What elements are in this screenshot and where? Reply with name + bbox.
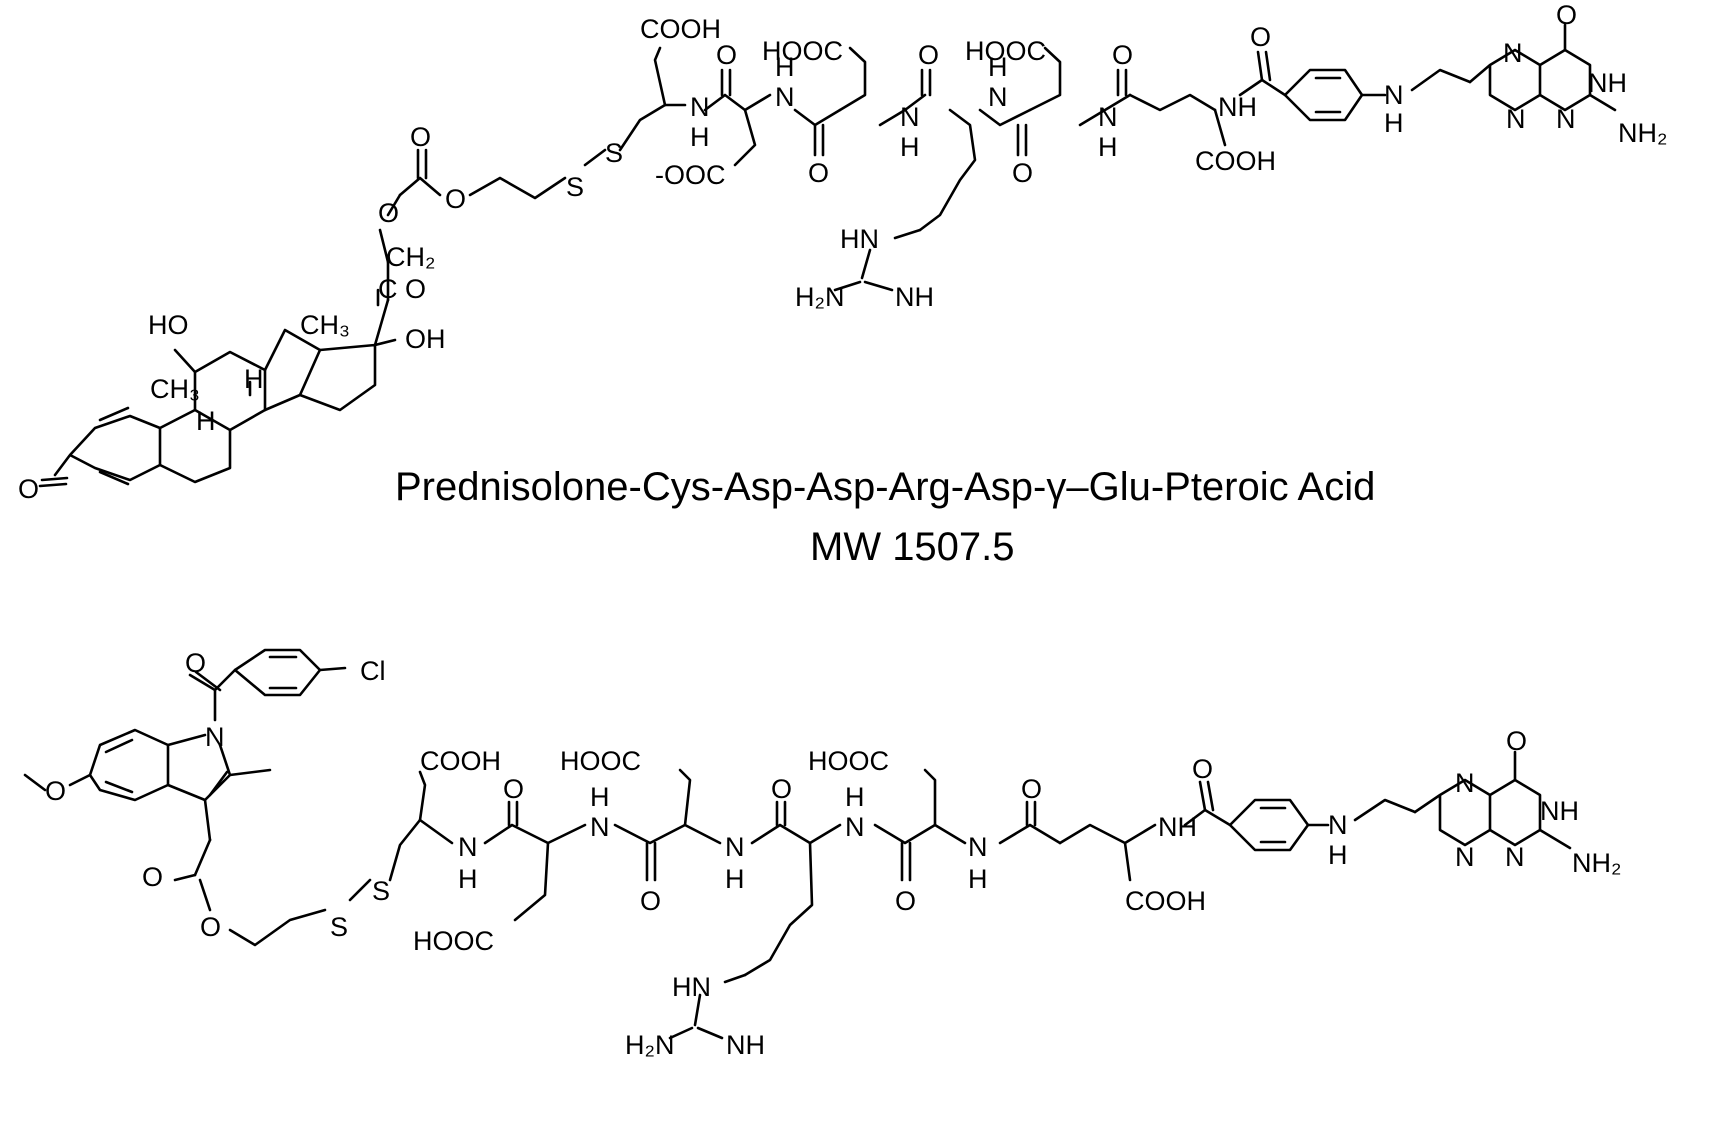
n4-2-label: N: [845, 812, 865, 842]
n5-label: N: [1098, 102, 1118, 132]
cooh-glu-2-label: COOH: [1125, 886, 1206, 916]
n3-label: N: [900, 102, 920, 132]
o-3-label: O: [18, 474, 39, 504]
nh-pt-label: NH: [1588, 68, 1627, 98]
hooc-asp1-2-label: HOOC: [413, 926, 494, 956]
n-pt2-label: N: [1506, 104, 1526, 134]
cooh-cys-2-label: COOH: [420, 746, 501, 776]
h4-2-label: H: [845, 782, 865, 812]
o-benz-2-label: O: [1192, 754, 1213, 784]
o-c5-2-label: O: [1021, 774, 1042, 804]
cl-label: Cl: [360, 656, 386, 686]
hooc-asp2-label: HOOC: [762, 36, 843, 66]
o-pter-2-label: O: [1506, 726, 1527, 756]
ho-11-label: HO: [148, 310, 189, 340]
o-c4-2-label: O: [895, 886, 916, 916]
structure-1: HO CH₃ OH CH₃ H H O C O CH₂ O O O S S: [18, 0, 1667, 569]
o-methoxy-label: O: [45, 776, 66, 806]
s1-label: S: [566, 172, 584, 202]
o-c2-label: O: [808, 158, 829, 188]
s2-2-label: S: [372, 876, 390, 906]
peptide-backbone-1: [655, 48, 1285, 230]
o-c3-label: O: [918, 40, 939, 70]
o-pter-label: O: [1556, 0, 1577, 30]
ch2-label: CH₂: [386, 242, 435, 272]
h2n-arg-2-label: H₂N: [625, 1030, 674, 1060]
nh2-pt-label: NH₂: [1618, 118, 1667, 148]
o-c3-2-label: O: [771, 774, 792, 804]
h5-2-label: H: [968, 864, 988, 894]
h2-2-label: H: [590, 782, 610, 812]
indole-chlorobenzoyl: [25, 650, 345, 875]
h3-label: H: [900, 132, 920, 162]
n-pt1-label: N: [1503, 38, 1523, 68]
o-ester-label: O: [200, 912, 221, 942]
hooc-asp4-label: HOOC: [965, 36, 1046, 66]
h-pabn-label: H: [1384, 108, 1404, 138]
o-carbonyl-label: O: [410, 122, 431, 152]
o-benzoyl-label: O: [185, 648, 206, 678]
h5-label: H: [1098, 132, 1118, 162]
cooh-cys-label: COOH: [640, 14, 721, 44]
oh-17-label: OH: [405, 324, 446, 354]
ooc-asp1-label: -OOC: [655, 160, 726, 190]
o-benz-label: O: [1250, 22, 1271, 52]
o-c1-label: O: [716, 40, 737, 70]
nh2-pt-2-label: NH₂: [1572, 848, 1621, 878]
n-pt2-2-label: N: [1455, 842, 1475, 872]
o-c4-label: O: [1012, 158, 1033, 188]
n-indole-label: N: [205, 722, 225, 752]
n3-2-label: N: [725, 832, 745, 862]
structure-1-mw: MW 1507.5: [810, 525, 1015, 569]
o-keto-label: O: [405, 274, 426, 304]
hn-arg-label: HN: [840, 224, 879, 254]
structure-2: Cl O N O O O S S: [25, 648, 1621, 1060]
pteroyl-group-2: [1230, 752, 1570, 850]
hooc-asp4-2-label: HOOC: [808, 746, 889, 776]
c-keto-label: C: [378, 274, 398, 304]
n-pabn-label: N: [1384, 80, 1404, 110]
hn-arg-2-label: HN: [672, 972, 711, 1002]
h3-2-label: H: [725, 864, 745, 894]
o-ester-label: O: [378, 198, 399, 228]
n2-2-label: N: [590, 812, 610, 842]
h2n-arg-label: H₂N: [795, 282, 844, 312]
peptide-backbone-2: [420, 770, 1230, 975]
ch3-13-label: CH₃: [300, 310, 350, 340]
o-c5-label: O: [1112, 40, 1133, 70]
n-pt3-label: N: [1556, 104, 1576, 134]
n-pabn-2-label: N: [1328, 810, 1348, 840]
nh-glu-2-label: NH: [1158, 812, 1197, 842]
steroid-core: [40, 230, 395, 486]
n-pt3-2-label: N: [1505, 842, 1525, 872]
h-pabn-2-label: H: [1328, 840, 1348, 870]
o-ester-c-label: O: [142, 862, 163, 892]
n2-label: N: [775, 82, 795, 112]
h-9-label: H: [196, 406, 216, 436]
h1-2-label: H: [458, 864, 478, 894]
h1-label: H: [690, 122, 710, 152]
h-8-label: H: [244, 364, 264, 394]
n4-label: N: [988, 82, 1008, 112]
hooc-asp2-2-label: HOOC: [560, 746, 641, 776]
o-ether-label: O: [445, 184, 466, 214]
s1-2-label: S: [330, 912, 348, 942]
n5-2-label: N: [968, 832, 988, 862]
n1-2-label: N: [458, 832, 478, 862]
nh-glu-label: NH: [1218, 92, 1257, 122]
nh-arg-2-label: NH: [726, 1030, 765, 1060]
nh-arg-label: NH: [895, 282, 934, 312]
ch3-10-label: CH₃: [150, 374, 200, 404]
o-c1-2-label: O: [503, 774, 524, 804]
structure-1-name: Prednisolone-Cys-Asp-Asp-Arg-Asp-γ–Glu-P…: [395, 465, 1375, 509]
n1-label: N: [690, 92, 710, 122]
nh-pt-2-label: NH: [1540, 796, 1579, 826]
n-pt1-2-label: N: [1455, 768, 1475, 798]
s2-label: S: [605, 138, 623, 168]
cooh-glu-label: COOH: [1195, 146, 1276, 176]
o-c2-2-label: O: [640, 886, 661, 916]
